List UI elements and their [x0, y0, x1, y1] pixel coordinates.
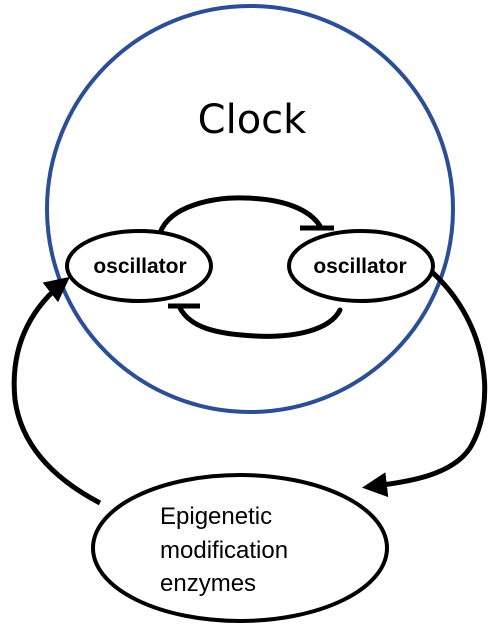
clock-title: Clock: [198, 97, 308, 143]
enzymes-label-line-3: enzymes: [160, 570, 256, 597]
oscillator-left: [65, 229, 213, 303]
oscillator-right-label: oscillator: [313, 255, 406, 278]
arrow-enzymes-to-oscillator: [11, 276, 102, 506]
enzymes-ellipse: [91, 473, 389, 623]
enzymes-label-line-2: modification: [160, 537, 288, 564]
inhibition-arc-bottom: [177, 305, 343, 339]
oscillator-right: [287, 229, 435, 303]
enzymes-label-line-1: Epigenetic: [160, 503, 272, 530]
arrow-oscillator-to-enzymes: [362, 270, 488, 498]
oscillator-left-label: oscillator: [93, 255, 186, 278]
inhibition-arc-top: [157, 195, 323, 236]
clock-circle: [45, 4, 455, 414]
